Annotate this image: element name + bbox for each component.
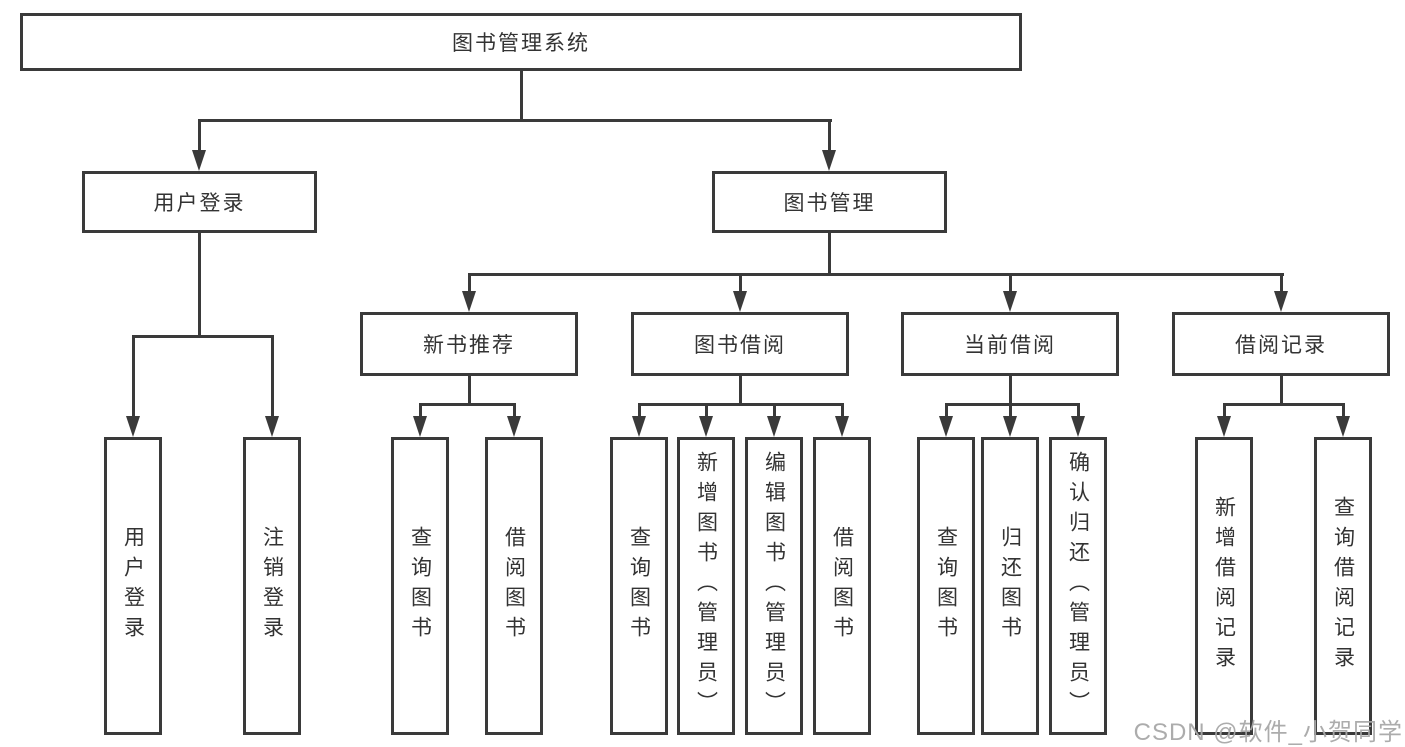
node-book-borrow: 图书借阅 — [631, 312, 849, 376]
arrowhead-icon — [507, 416, 521, 437]
leaf-add-book-admin-label: 新增图书（管理员） — [694, 451, 718, 721]
leaf-user-login-label: 用户登录 — [121, 526, 145, 646]
connector-arrow-stem — [638, 403, 641, 418]
connector-arrow-stem — [132, 335, 135, 418]
leaf-recommend-borrow-book: 借阅图书 — [485, 437, 543, 735]
arrowhead-icon — [939, 416, 953, 437]
connector-arrow-stem — [773, 403, 776, 418]
connector-arrow-stem — [1280, 273, 1283, 293]
connector-record-stem — [1280, 376, 1283, 406]
connector-arrow-stem — [419, 403, 422, 418]
connector-current-bar — [945, 403, 1080, 406]
arrowhead-icon — [1217, 416, 1231, 437]
node-user-login: 用户登录 — [82, 171, 317, 233]
arrowhead-icon — [733, 291, 747, 312]
connector-arrow-stem — [1077, 403, 1080, 418]
node-root: 图书管理系统 — [20, 13, 1022, 71]
connector-arrow-stem — [513, 403, 516, 418]
leaf-user-login: 用户登录 — [104, 437, 162, 735]
leaf-add-book-admin: 新增图书（管理员） — [677, 437, 735, 735]
connector-arrow-stem — [1223, 403, 1226, 418]
leaf-add-borrow-record: 新增借阅记录 — [1195, 437, 1253, 735]
arrowhead-icon — [192, 150, 206, 171]
leaf-borrow-query-book: 查询图书 — [610, 437, 668, 735]
leaf-recommend-query-book: 查询图书 — [391, 437, 449, 735]
leaf-return-book: 归还图书 — [981, 437, 1039, 735]
connector-root-stem — [520, 71, 523, 122]
node-new-book-recommend-label: 新书推荐 — [423, 334, 515, 357]
connector-userlogin-stem — [198, 233, 201, 338]
arrowhead-icon — [462, 291, 476, 312]
connector-recommend-bar — [419, 403, 516, 406]
arrowhead-icon — [1274, 291, 1288, 312]
leaf-borrow-book-label: 借阅图书 — [830, 526, 854, 646]
leaf-borrow-query-book-label: 查询图书 — [627, 526, 651, 646]
connector-current-stem — [1009, 376, 1012, 406]
leaf-return-book-label: 归还图书 — [998, 526, 1022, 646]
node-root-label: 图书管理系统 — [452, 32, 590, 55]
leaf-add-borrow-record-label: 新增借阅记录 — [1212, 496, 1236, 676]
arrowhead-icon — [767, 416, 781, 437]
connector-arrow-stem — [828, 119, 831, 152]
arrowhead-icon — [1071, 416, 1085, 437]
connector-arrow-stem — [705, 403, 708, 418]
leaf-borrow-book: 借阅图书 — [813, 437, 871, 735]
node-borrow-record: 借阅记录 — [1172, 312, 1390, 376]
arrowhead-icon — [822, 150, 836, 171]
arrowhead-icon — [1336, 416, 1350, 437]
arrowhead-icon — [1003, 291, 1017, 312]
connector-borrow-bar — [638, 403, 844, 406]
connector-arrow-stem — [198, 119, 201, 152]
node-user-login-label: 用户登录 — [153, 192, 246, 215]
node-current-borrow-label: 当前借阅 — [964, 334, 1056, 357]
leaf-query-borrow-record-label: 查询借阅记录 — [1331, 496, 1355, 676]
connector-arrow-stem — [739, 273, 742, 293]
leaf-current-query-book: 查询图书 — [917, 437, 975, 735]
arrowhead-icon — [835, 416, 849, 437]
csdn-watermark: CSDN @软件_小贺同学 — [1133, 719, 1403, 746]
arrowhead-icon — [1003, 416, 1017, 437]
leaf-query-borrow-record: 查询借阅记录 — [1314, 437, 1372, 735]
connector-bookmgmt-stem — [828, 233, 831, 276]
node-book-borrow-label: 图书借阅 — [694, 334, 786, 357]
leaf-confirm-return-admin: 确认归还（管理员） — [1049, 437, 1107, 735]
node-current-borrow: 当前借阅 — [901, 312, 1119, 376]
connector-arrow-stem — [1009, 403, 1012, 418]
node-book-management: 图书管理 — [712, 171, 947, 233]
arrowhead-icon — [265, 416, 279, 437]
connector-arrow-stem — [945, 403, 948, 418]
connector-bookmgmt-bar — [468, 273, 1284, 276]
leaf-recommend-borrow-book-label: 借阅图书 — [502, 526, 526, 646]
connector-arrow-stem — [841, 403, 844, 418]
arrowhead-icon — [699, 416, 713, 437]
leaf-logout: 注销登录 — [243, 437, 301, 735]
leaf-confirm-return-admin-label: 确认归还（管理员） — [1066, 451, 1090, 721]
connector-arrow-stem — [1342, 403, 1345, 418]
node-new-book-recommend: 新书推荐 — [360, 312, 578, 376]
connector-userlogin-bar — [132, 335, 274, 338]
leaf-recommend-query-book-label: 查询图书 — [408, 526, 432, 646]
leaf-logout-label: 注销登录 — [260, 526, 284, 646]
connector-borrow-stem — [739, 376, 742, 406]
connector-recommend-stem — [468, 376, 471, 406]
connector-record-bar — [1223, 403, 1345, 406]
arrowhead-icon — [413, 416, 427, 437]
connector-arrow-stem — [1009, 273, 1012, 293]
leaf-current-query-book-label: 查询图书 — [934, 526, 958, 646]
leaf-edit-book-admin: 编辑图书（管理员） — [745, 437, 803, 735]
connector-root-bar — [198, 119, 832, 122]
leaf-edit-book-admin-label: 编辑图书（管理员） — [762, 451, 786, 721]
connector-arrow-stem — [271, 335, 274, 418]
arrowhead-icon — [126, 416, 140, 437]
node-book-management-label: 图书管理 — [783, 192, 876, 215]
arrowhead-icon — [632, 416, 646, 437]
node-borrow-record-label: 借阅记录 — [1235, 334, 1327, 357]
connector-arrow-stem — [468, 273, 471, 293]
